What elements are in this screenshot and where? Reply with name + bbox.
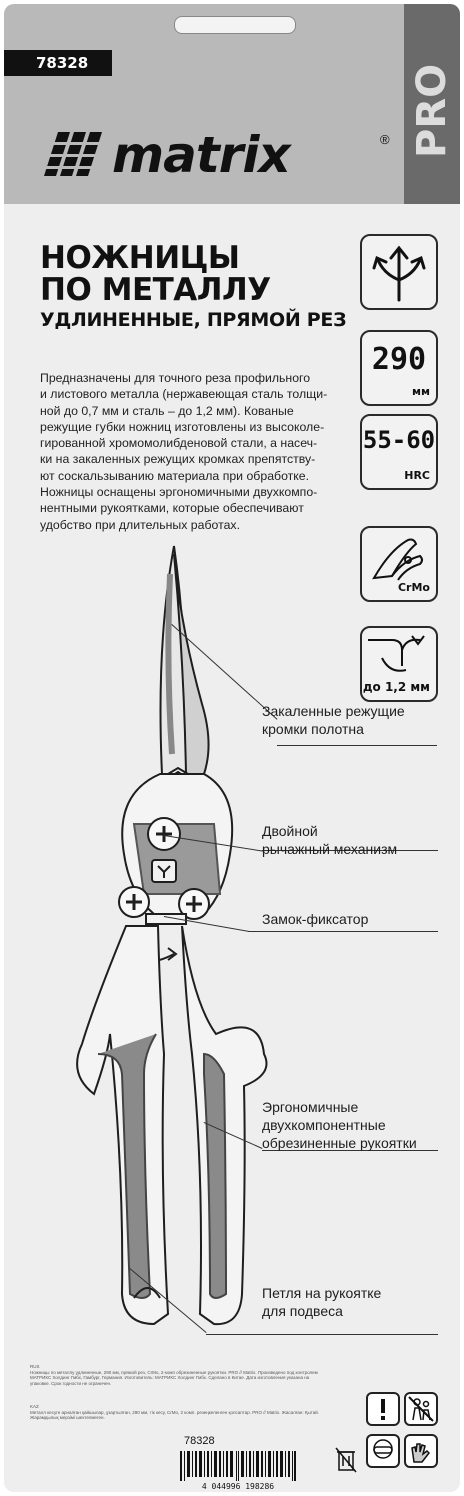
hardness-badge: 55-60 HRC (360, 414, 438, 490)
fine-print-rus: RUS Ножницы по металлу удлиненные, 290 м… (30, 1364, 330, 1386)
sku-label: 78328 (4, 50, 112, 76)
warning-badge (366, 1392, 400, 1426)
pro-label: PRO (409, 63, 455, 158)
brand-logo: matrix ® (40, 124, 400, 184)
header-band: 78328 PRO matrix ® (4, 4, 460, 204)
callout-cutting-edges: Закаленные режущие кромки полотна (262, 702, 405, 738)
callout-line (262, 1150, 438, 1151)
length-unit: мм (412, 385, 430, 398)
description-line: и листового металла (нержавеющая сталь т… (40, 387, 328, 402)
language-tag: RUS (30, 1364, 40, 1369)
product-title-line2: ПО МЕТАЛЛУ (40, 272, 271, 308)
callout-text: Петля на рукоятке (262, 1285, 382, 1301)
cut-direction-badge (360, 234, 438, 310)
product-description: Предназначены для точного реза профильно… (40, 370, 352, 533)
pro-strip (404, 4, 460, 204)
callout-line (248, 931, 438, 932)
barcode-digits: 4 044996 198286 (201, 1482, 275, 1491)
capacity-badge: до 1,2 мм (360, 626, 438, 702)
jaw-icon (372, 538, 423, 581)
callout-text: для подвеса (262, 1303, 343, 1319)
gloves-icon (411, 1443, 430, 1463)
description-line: Предназначены для точного реза профильно… (40, 371, 311, 385)
hardness-value: 55-60 (362, 426, 436, 454)
length-badge: 290 мм (360, 330, 438, 406)
children-warning-badge (404, 1392, 438, 1426)
callout-line (206, 1334, 438, 1335)
description-line: нентными рукоятками, которые обеспечиваю… (40, 501, 304, 516)
straight-cut-arrows-icon (372, 245, 426, 302)
callout-text: Эргономичные (262, 1099, 359, 1115)
fine-print-kaz: KAZ Металл кесуге арналған қайшылар, ұза… (30, 1404, 330, 1421)
recycle-bin-icon (335, 1447, 357, 1473)
callout-text: Закаленные режущие (262, 703, 405, 719)
description-line: режущие губки ножниц изготовлены из высо… (40, 419, 325, 434)
callout-text: обрезиненные рукоятки (262, 1135, 417, 1151)
callout-line (262, 850, 438, 851)
hang-hole (174, 16, 296, 34)
capacity-label: до 1,2 мм (362, 680, 430, 694)
packaging-card: 78328 PRO matrix ® НОЖНИЦЫ ПО МЕТАЛЛУ УД… (4, 4, 460, 1492)
gloves-badge (404, 1434, 438, 1468)
barcode-icon (180, 1451, 296, 1481)
length-value: 290 (371, 342, 427, 377)
callout-text: рычажный механизм (262, 841, 398, 857)
eye-protection-badge (366, 1434, 400, 1468)
tin-snips-illustration (76, 545, 268, 1326)
material-label: CrMo (397, 581, 430, 594)
callout-line (277, 745, 437, 746)
material-badge: CrMo (360, 526, 438, 602)
callout-lever-mechanism: Двойной рычажный механизм (262, 822, 397, 858)
safety-goggles-icon (373, 1439, 393, 1459)
callout-text: Замок-фиксатор (262, 911, 369, 927)
description-line: ют соскальзыванию материала при обработк… (40, 468, 310, 483)
matrix-logo-mark-icon (40, 132, 104, 176)
language-tag: KAZ (30, 1404, 39, 1409)
sheet-cut-icon (368, 635, 425, 672)
description-line: удобство при длительных работах. (40, 517, 240, 532)
description-line: гированной хромомолибденовой стали, а на… (40, 436, 318, 451)
callout-hang-loop: Петля на рукоятке для подвеса (262, 1284, 381, 1320)
exclamation-icon (381, 1399, 385, 1420)
description-line: ки на закаленных режущих кромках препятс… (40, 452, 316, 467)
fine-print-text: Металл кесуге арналған қайшылар, ұзартыл… (30, 1409, 320, 1421)
fine-print-text: Ножницы по металлу удлиненные, 290 мм, п… (30, 1369, 318, 1386)
hardness-unit: HRC (404, 469, 430, 482)
no-children-icon (408, 1396, 434, 1422)
brand-name: matrix (112, 126, 291, 184)
registered-mark: ® (380, 132, 390, 147)
description-line: Ножницы оснащены эргономичными двухкомпо… (40, 485, 318, 500)
description-line: ной до 0,7 мм и сталь – до 1,2 мм). Кова… (40, 403, 294, 418)
product-code: 78328 (184, 1435, 215, 1447)
callout-text: двухкомпонентные (262, 1117, 386, 1133)
callout-lock: Замок-фиксатор (262, 910, 368, 928)
callout-handles: Эргономичные двухкомпонентные обрезиненн… (262, 1098, 417, 1152)
product-title-line1: НОЖНИЦЫ (40, 240, 240, 276)
callout-text: Двойной (262, 823, 318, 839)
callout-text: кромки полотна (262, 721, 364, 737)
product-subtitle: УДЛИНЕННЫЕ, ПРЯМОЙ РЕЗ (40, 309, 347, 331)
